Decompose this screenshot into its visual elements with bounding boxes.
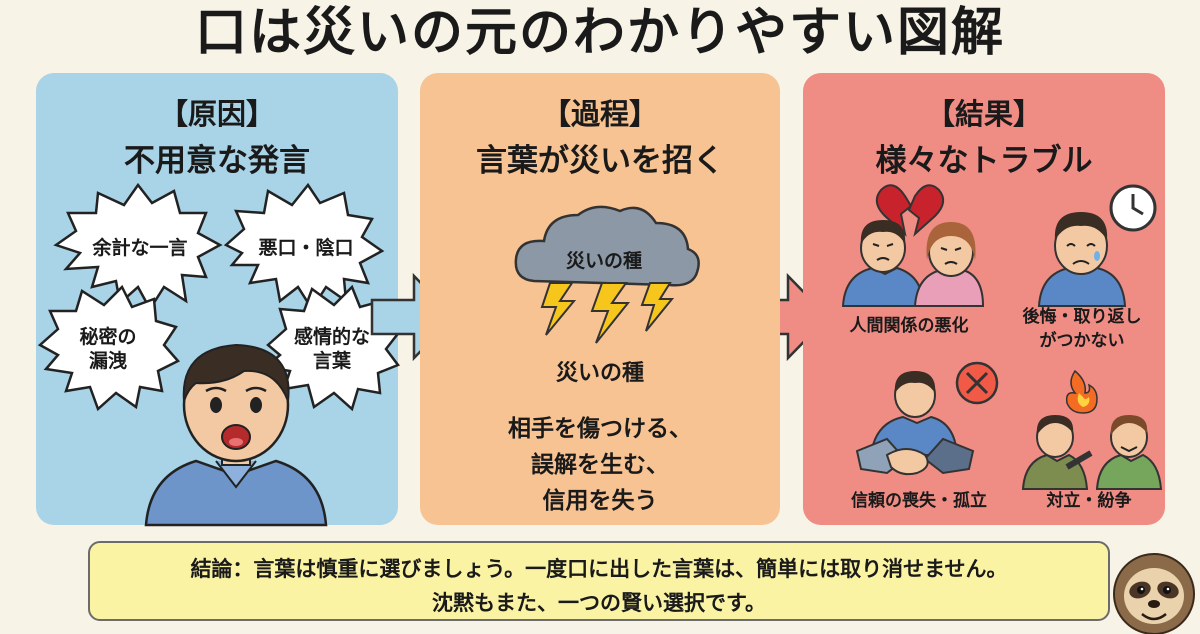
bubble-backbiting: 悪口・陰口	[258, 237, 354, 259]
result-panel: 【結果】 様々なトラブル 人間関係の悪化 後悔・取り返し がつかない	[803, 73, 1165, 525]
process-subheader: 言葉が災いを招く	[476, 143, 724, 179]
process-caption: 災いの種	[555, 361, 644, 386]
conclusion-box: 結論：言葉は慎重に選びましょう。一度口に出した言葉は、簡単には取り消せません。 …	[88, 541, 1110, 621]
conflict-fire-icon	[1021, 369, 1163, 490]
result-header: 【結果】	[925, 97, 1042, 131]
cause-header: 【原因】	[158, 97, 275, 131]
process-description-2: 誤解を生む、	[531, 452, 669, 478]
process-description-1: 相手を傷つける、	[508, 416, 692, 442]
burst-shapes	[37, 182, 403, 412]
process-description-3: 信用を失う	[542, 488, 658, 514]
result-subheader: 様々なトラブル	[875, 143, 1093, 179]
bubble-unnecessary-word: 余計な一言	[92, 237, 188, 259]
process-header: 【過程】	[541, 97, 658, 131]
cause-subheader: 不用意な発言	[124, 143, 310, 179]
sloth-mascot-icon	[1113, 553, 1195, 634]
process-panel: 【過程】 言葉が災いを招く 災いの種 災いの種 相手を傷つける、 誤解を生む、 …	[420, 73, 780, 525]
lost-trust-icon	[855, 361, 999, 476]
regret-clock-icon	[1037, 184, 1157, 307]
bubble-emotional-words: 感情的な 言葉	[293, 326, 370, 372]
cause-panel: 【原因】 不用意な発言 余計な一言 悪口・陰口 秘密の 漏洩 感情的な 言葉	[36, 73, 403, 527]
bubble-secret-leak: 秘密の 漏洩	[79, 326, 137, 372]
result-regret: 後悔・取り返し がつかない	[1022, 307, 1142, 351]
conclusion-line-2: 沈黙もまた、一つの賢い選択です。	[432, 591, 766, 615]
conclusion-line-1: 結論：言葉は慎重に選びましょう。一度口に出した言葉は、簡単には取り消せません。	[190, 557, 1008, 581]
result-relationship-worsening: 人間関係の悪化	[849, 316, 969, 336]
result-conflict: 対立・紛争	[1046, 491, 1132, 511]
storm-cloud-icon	[514, 205, 700, 344]
shouting-person-icon	[144, 343, 328, 527]
page-title: 口は災いの元のわかりやすい図解	[194, 3, 1005, 63]
result-loss-of-trust: 信頼の喪失・孤立	[851, 491, 987, 511]
broken-relationship-icon	[841, 184, 985, 307]
cloud-label: 災いの種	[565, 250, 642, 272]
